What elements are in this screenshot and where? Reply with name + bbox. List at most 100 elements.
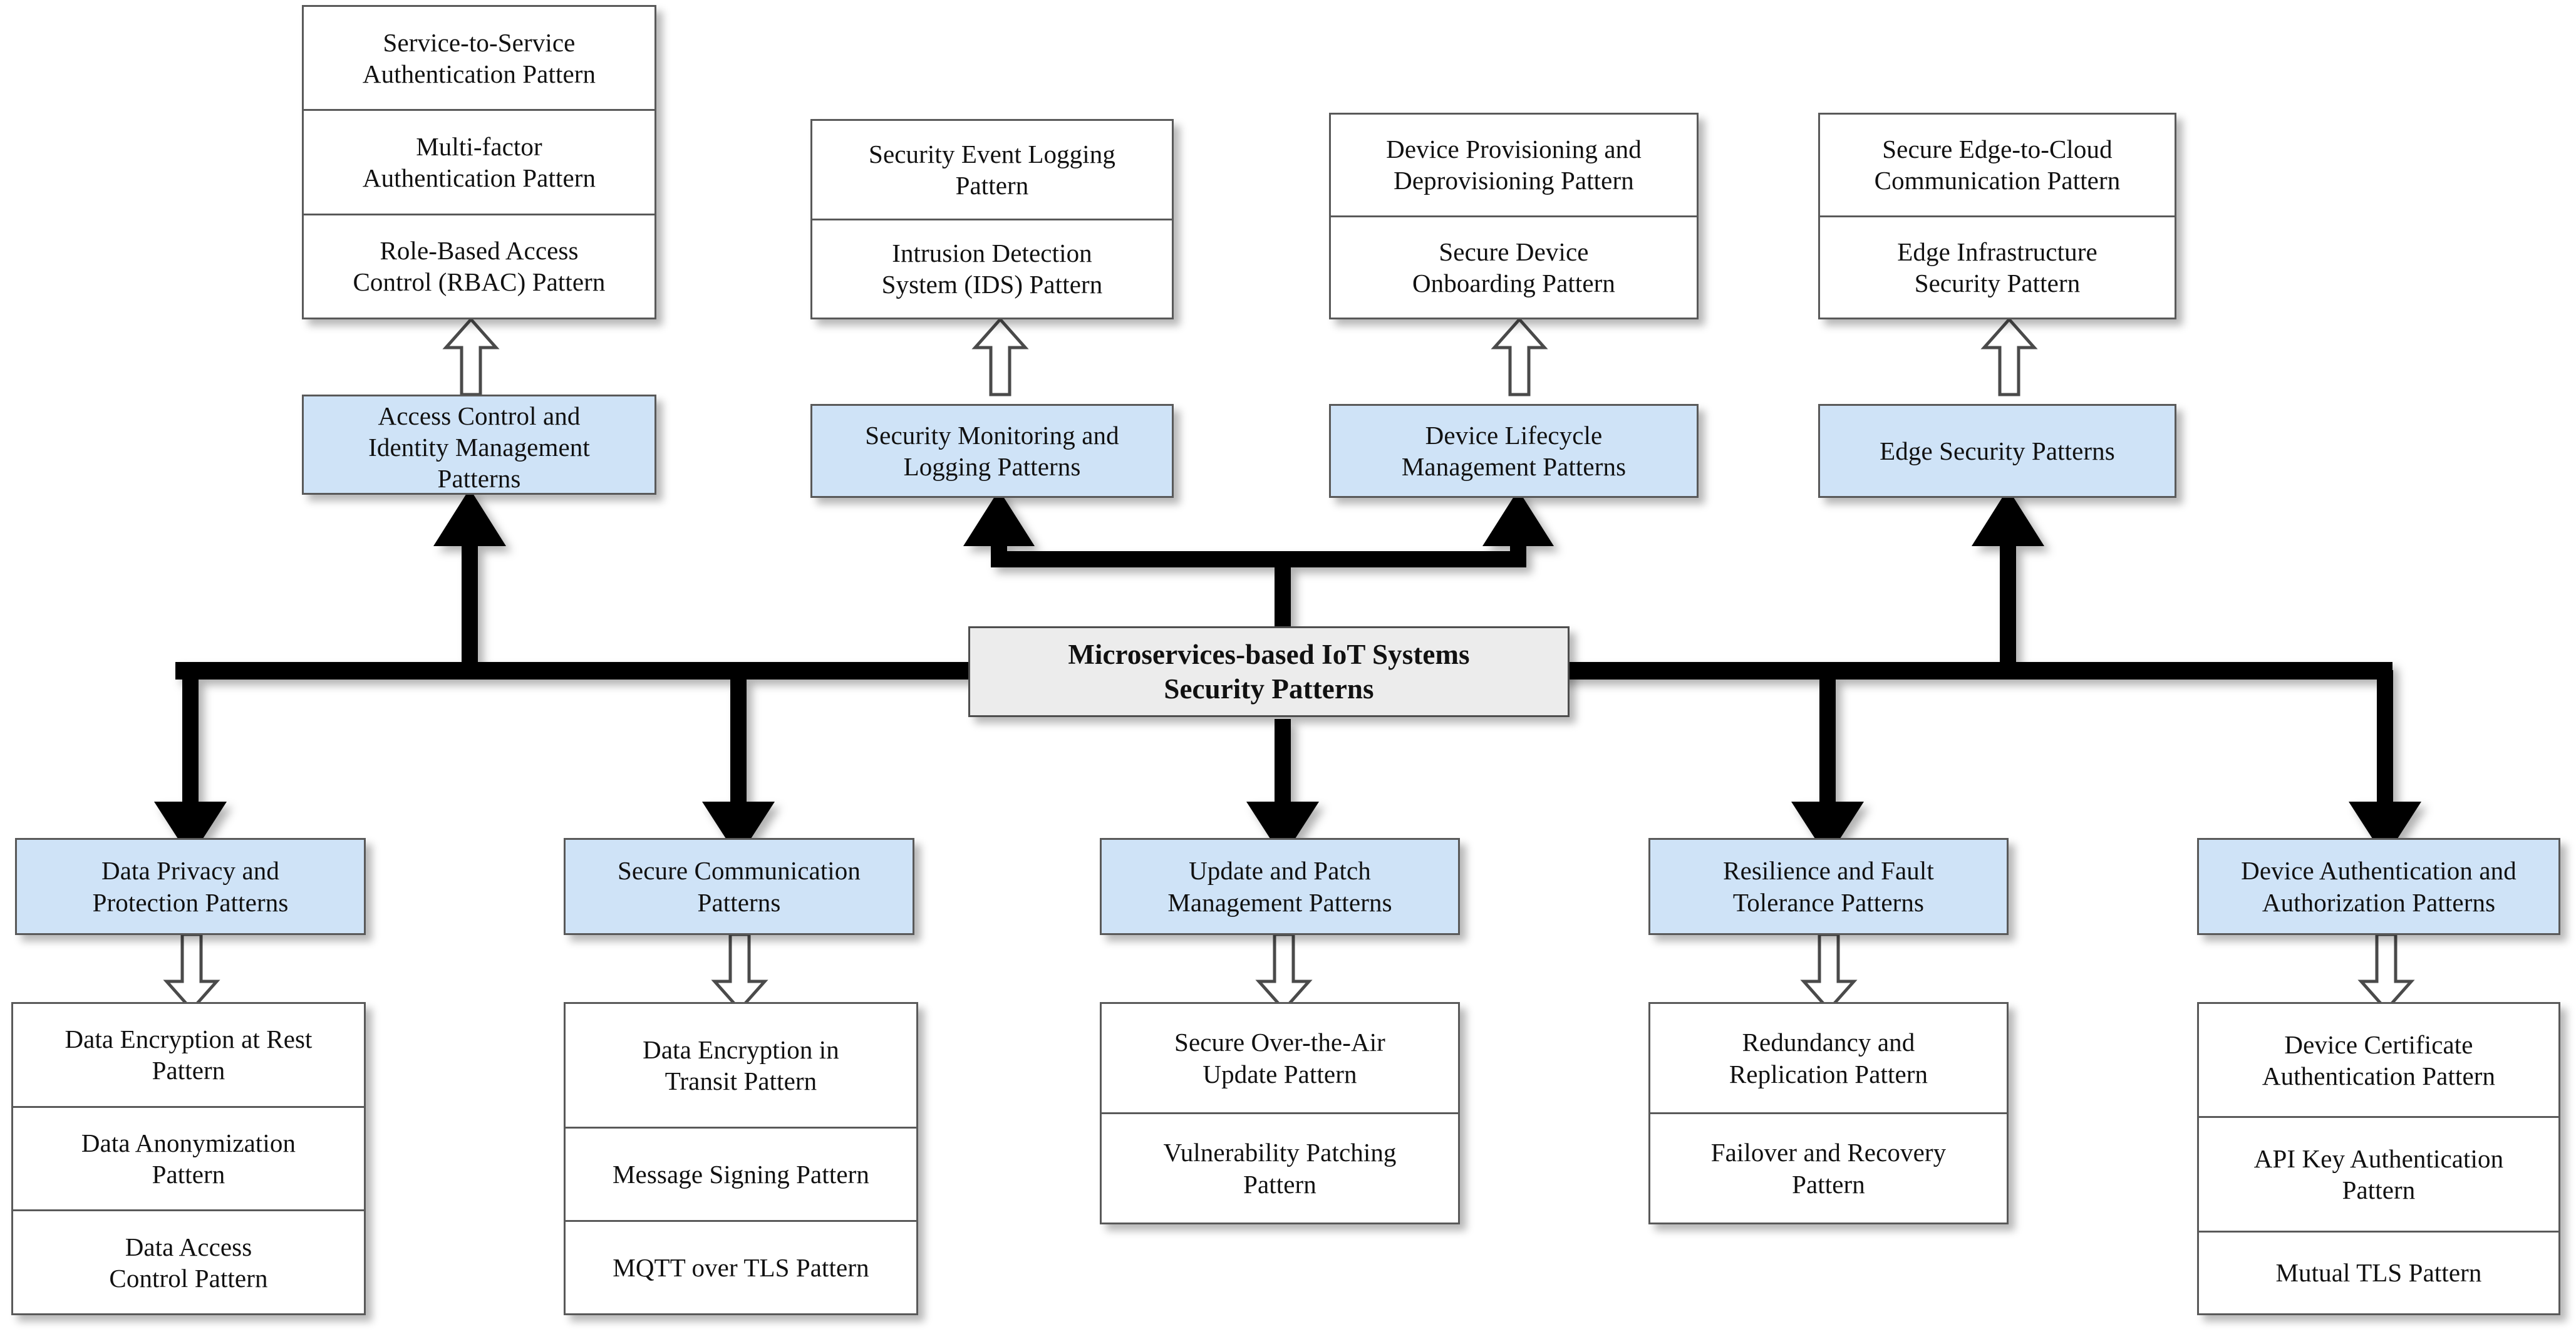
- category-edge-security-patterns[interactable]: Edge Security Patterns: [1818, 404, 2176, 498]
- category-label: Edge Security Patterns: [1820, 406, 2175, 496]
- leaf-line-1: Multi-factor: [416, 132, 542, 161]
- leaf-line-1: Data Encryption in: [643, 1035, 839, 1064]
- leaf-line-2: Onboarding Pattern: [1412, 268, 1616, 297]
- label-line-1: Device Authentication and: [2241, 856, 2517, 886]
- label-line-2: Patterns: [697, 887, 781, 917]
- label-line-2: Authorization Patterns: [2262, 887, 2496, 917]
- label-line-2: Management Patterns: [1401, 452, 1627, 481]
- label-line-2: Management Patterns: [1167, 887, 1392, 917]
- leaf-line-2: Security Pattern: [1914, 268, 2081, 297]
- leaf-line-1: Intrusion Detection: [892, 239, 1092, 268]
- label-line-3: Patterns: [437, 464, 521, 494]
- leaf-line-2: Pattern: [1243, 1169, 1316, 1199]
- leaf-line-1: Secure Edge-to-Cloud: [1882, 135, 2113, 164]
- leaf-line-2: Pattern: [955, 170, 1029, 200]
- leaf-line-1: Data Encryption at Rest: [65, 1025, 313, 1054]
- leaf-line-1: Edge Infrastructure: [1897, 237, 2098, 266]
- leaf-line-1: MQTT over TLS Pattern: [613, 1253, 869, 1282]
- label-line-2: Protection Patterns: [92, 887, 289, 917]
- label-line-1: Data Privacy and: [101, 856, 279, 886]
- leaf-line-2: System (IDS) Pattern: [881, 270, 1103, 299]
- leaf-line-1: Service-to-Service: [383, 28, 576, 57]
- leaf-line-2: Update Pattern: [1203, 1059, 1357, 1088]
- leaf-line-1: API Key Authentication: [2253, 1144, 2504, 1173]
- label-line-1: Access Control and: [378, 401, 581, 430]
- leaf-line-2: Pattern: [1792, 1169, 1865, 1199]
- leaf-line-1: Secure Over-the-Air: [1174, 1028, 1385, 1057]
- leaf-line-2: Control Pattern: [109, 1263, 268, 1293]
- leaf-mutual-tls-pattern[interactable]: Mutual TLS Pattern: [2199, 1230, 2558, 1313]
- leaf-data-encryption-in-transit-pattern[interactable]: Data Encryption in Transit Pattern: [566, 1004, 916, 1127]
- leaf-line-2: Pattern: [2342, 1176, 2416, 1205]
- leaf-line-1: Secure Device: [1439, 237, 1589, 266]
- leaf-line-2: Transit Pattern: [665, 1067, 817, 1095]
- root-label-line-2: Security Patterns: [1164, 673, 1374, 705]
- leaf-mqtt-over-tls-pattern[interactable]: MQTT over TLS Pattern: [566, 1220, 916, 1313]
- leaf-line-1: Device Provisioning and: [1386, 135, 1642, 164]
- leaf-message-signing-pattern[interactable]: Message Signing Pattern: [566, 1127, 916, 1220]
- label-line-1: Secure Communication: [618, 856, 861, 886]
- label-line-2: Identity Management: [368, 433, 590, 462]
- leaf-line-2: Deprovisioning Pattern: [1394, 166, 1634, 195]
- leaf-line-2: Authentication Pattern: [362, 59, 596, 88]
- leaf-line-1: Failover and Recovery: [1710, 1138, 1947, 1167]
- label-line-1: Edge Security Patterns: [1880, 436, 2115, 465]
- label-line-2: Tolerance Patterns: [1732, 887, 1925, 917]
- leaf-line-2: Communication Pattern: [1874, 166, 2121, 195]
- leaf-line-1: Data Anonymization: [81, 1128, 296, 1157]
- label-line-1: Resilience and Fault: [1723, 856, 1934, 886]
- leaf-line-1: Security Event Logging: [869, 139, 1115, 168]
- label-line-1: Update and Patch: [1189, 856, 1371, 886]
- leaf-line-2: Pattern: [152, 1160, 225, 1189]
- leaf-line-1: Data Access: [125, 1232, 252, 1261]
- leaf-line-1: Mutual TLS Pattern: [2275, 1258, 2482, 1288]
- leaf-line-2: Replication Pattern: [1729, 1059, 1928, 1088]
- leaf-line-1: Role-Based Access: [380, 236, 579, 266]
- root-label-line-1: Microservices-based IoT Systems: [1068, 638, 1470, 670]
